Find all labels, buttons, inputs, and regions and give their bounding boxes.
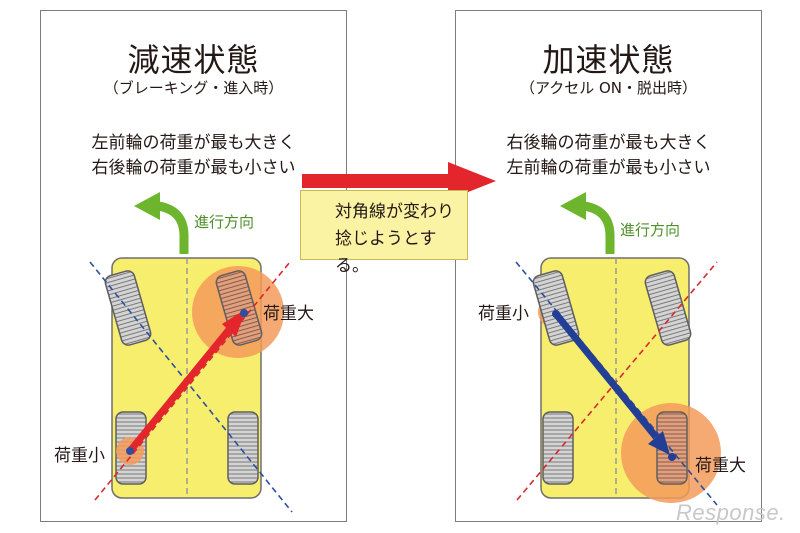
panel-subtitle: （アクセル ON・脱出時）	[519, 79, 698, 97]
direction-label-right: 進行方向	[620, 221, 681, 239]
heavy-load-label-right: 荷重大	[695, 456, 746, 476]
heavy-load-point	[240, 309, 248, 317]
diagonal-red	[94, 261, 291, 501]
load-transfer-arrow	[127, 323, 235, 454]
description-line-2: 右後輪の荷重が最も小さい	[91, 158, 296, 178]
wheel-front-right	[644, 270, 692, 346]
light-load-label-left: 荷重小	[54, 446, 105, 466]
description-line-1: 右後輪の荷重が最も大きく	[506, 133, 711, 153]
diagonal-blue	[515, 261, 718, 506]
car-left	[89, 192, 293, 513]
note-line-2: 捻じようとする。	[335, 229, 437, 276]
load-transfer-arrow	[553, 311, 659, 440]
description-line-2: 左前輪の荷重が最も小さい	[506, 158, 711, 178]
note-box: 対角線が変わり 捻じようとする。	[300, 190, 468, 276]
heavy-load-label-left: 荷重大	[263, 304, 314, 324]
diagonal-red	[516, 261, 718, 501]
diagonal-blue	[89, 261, 293, 513]
light-load-point	[552, 310, 560, 318]
direction-arrow-shaft	[583, 201, 615, 254]
direction-arrow-head	[560, 192, 586, 220]
light-load-point	[126, 447, 134, 455]
car-right	[515, 192, 721, 506]
direction-label-left: 進行方向	[194, 213, 255, 231]
load-transfer-arrowhead	[222, 309, 246, 337]
light-load-label-right: 荷重小	[478, 304, 529, 324]
heavy-load-point	[668, 453, 676, 461]
wheel-rear-left	[542, 411, 574, 485]
wheel-front-left	[104, 270, 152, 346]
wheel-rear-right	[227, 411, 259, 485]
note-line-1: 対角線が変わり	[335, 202, 454, 222]
direction-arrow-shaft	[157, 201, 189, 254]
response-watermark-logo: Response.	[676, 500, 786, 525]
panel-title: 加速状態	[542, 41, 675, 79]
wheel-front-right	[215, 270, 263, 346]
direction-arrow-head	[134, 192, 160, 220]
description-line-1: 左前輪の荷重が最も大きく	[91, 133, 296, 153]
panel-title: 減速状態	[127, 41, 260, 79]
load-transfer-arrowhead	[648, 431, 670, 455]
panel-subtitle: （ブレーキング・進入時）	[103, 79, 284, 97]
